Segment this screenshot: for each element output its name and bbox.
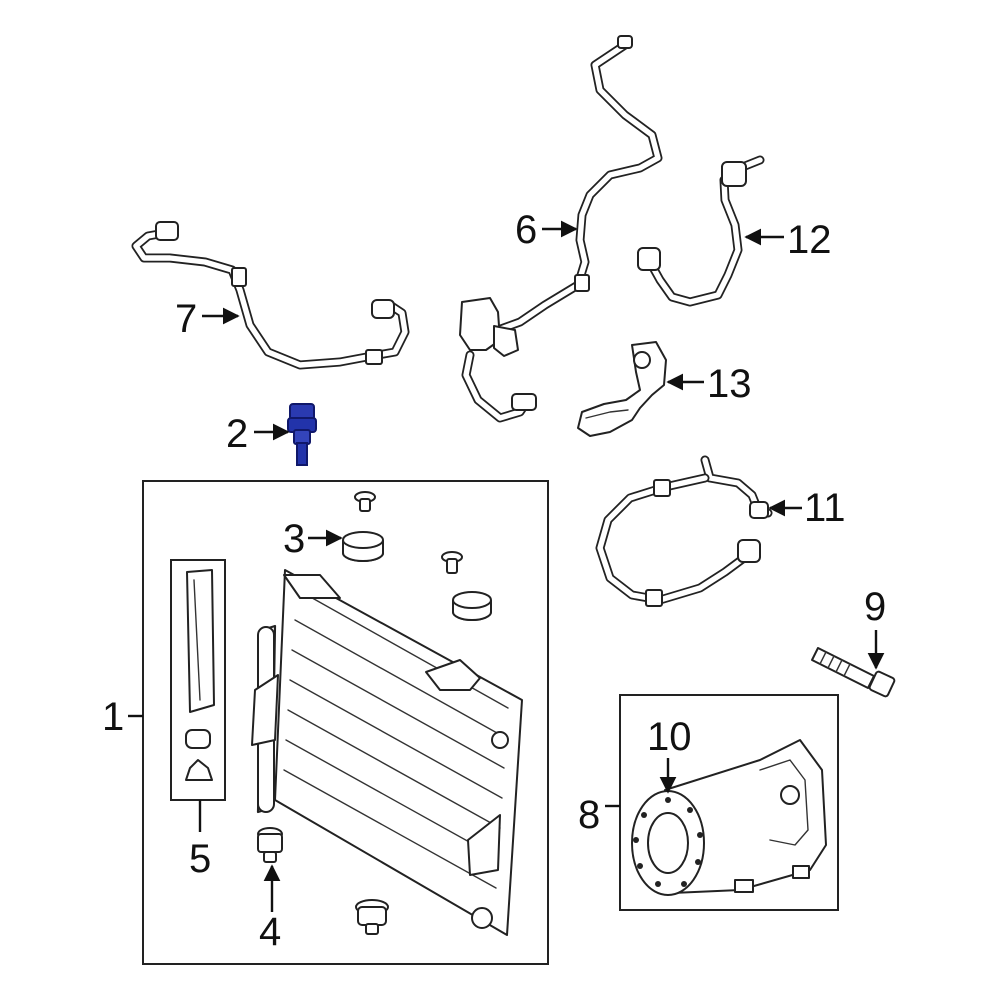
condenser-assembly-frame [142, 480, 549, 965]
label-11: 11 [804, 486, 846, 530]
callout-7: 7 [175, 297, 240, 341]
compressor-bolt-ring [633, 797, 703, 887]
part-5-drier-kit[interactable] [185, 569, 215, 781]
callout-8: 8 [578, 793, 620, 837]
label-9: 9 [864, 585, 886, 629]
callout-4: 4 [259, 864, 281, 954]
callout-2: 2 [226, 412, 290, 456]
part-3-cushion[interactable] [342, 531, 384, 562]
callout-1: 1 [102, 695, 143, 739]
label-10: 10 [647, 715, 692, 759]
label-7: 7 [175, 297, 197, 341]
grommet-small-right[interactable] [441, 551, 463, 574]
drier-kit-frame [170, 559, 226, 801]
part-10-compressor[interactable] [631, 739, 827, 896]
label-6: 6 [515, 208, 537, 252]
compressor-frame [619, 694, 839, 911]
part-4-mount[interactable] [257, 827, 283, 863]
label-5: 5 [189, 837, 211, 881]
label-1: 1 [102, 695, 124, 739]
part-6-ac-line[interactable] [459, 35, 663, 423]
mount-bottom[interactable] [355, 899, 389, 935]
callout-5: 5 [189, 800, 211, 881]
callout-13: 13 [666, 362, 752, 406]
part-2-pressure-switch[interactable] [287, 403, 317, 466]
label-2: 2 [226, 412, 248, 456]
part-12-suction-hose[interactable] [637, 155, 765, 307]
label-8: 8 [578, 793, 600, 837]
callout-10: 10 [647, 715, 692, 794]
part-7-ac-hose[interactable] [131, 221, 410, 370]
part-9-bolt[interactable] [811, 647, 896, 698]
label-13: 13 [707, 362, 752, 406]
callout-3: 3 [283, 517, 343, 561]
part-13-bracket[interactable] [577, 341, 667, 437]
label-12: 12 [787, 218, 832, 262]
grommet-small-top[interactable] [354, 491, 376, 512]
callout-12: 12 [744, 218, 832, 262]
part-3-cushion-secondary[interactable] [452, 591, 492, 621]
callout-11: 11 [768, 486, 846, 530]
callout-6: 6 [515, 208, 578, 252]
label-4: 4 [259, 910, 281, 954]
label-3: 3 [283, 517, 305, 561]
callout-9: 9 [864, 585, 886, 670]
part-11-hose[interactable] [595, 455, 773, 607]
part-1-condenser[interactable] [251, 569, 523, 936]
